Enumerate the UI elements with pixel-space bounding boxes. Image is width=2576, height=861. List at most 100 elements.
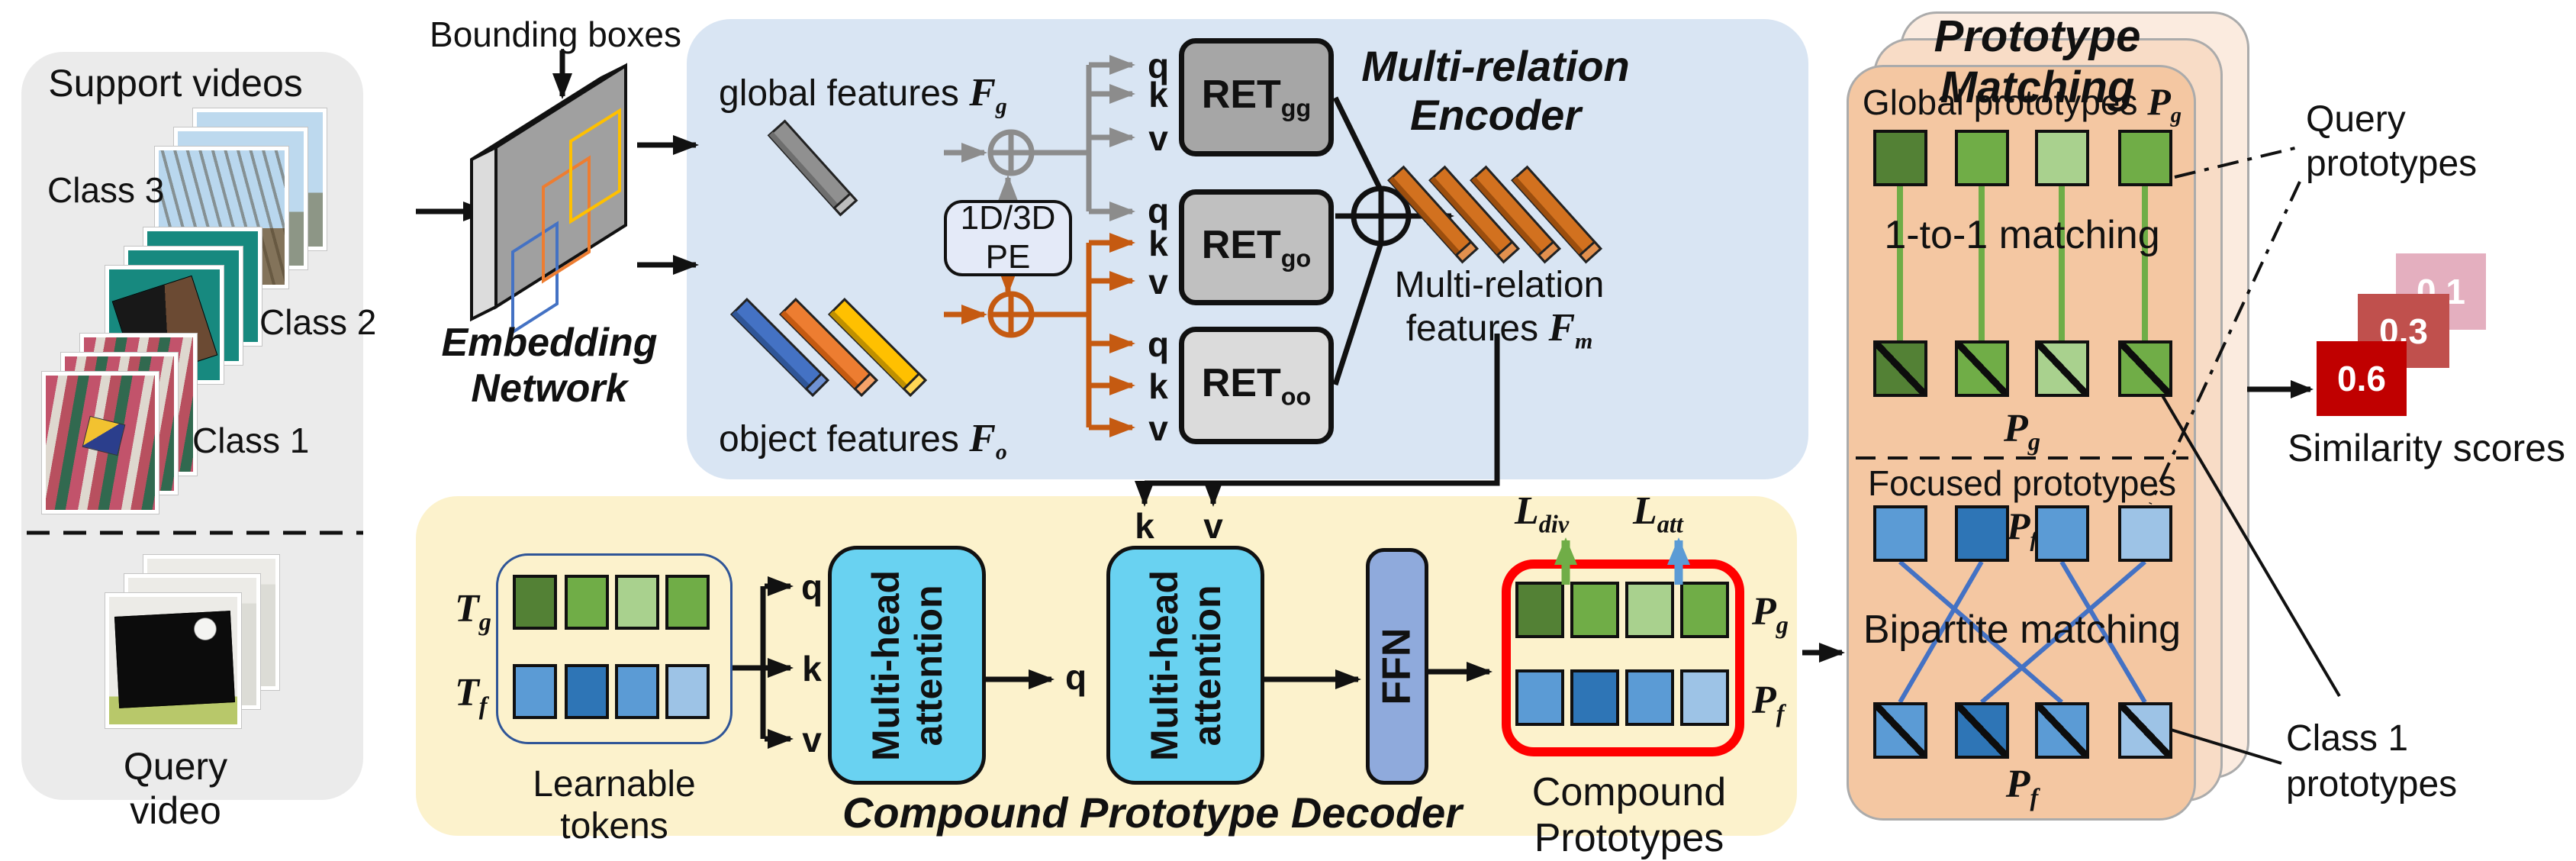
- prototype-square: [1570, 669, 1619, 726]
- prototype-matching-title: Prototype Matching: [1934, 11, 2141, 112]
- match-square-blue-matched: [1955, 702, 2009, 759]
- qkv-label: v: [1203, 506, 1223, 546]
- multi-relation-feature-bars: [1387, 165, 1602, 264]
- prototype-square: [1515, 582, 1564, 638]
- qkv-label: v: [1148, 408, 1168, 448]
- query-frame: [105, 592, 242, 729]
- focused-prototypes-label: Focused prototypes Pf: [1867, 463, 2176, 553]
- object-feature-bars: [729, 297, 928, 398]
- class1-frame: [41, 371, 159, 514]
- support-videos-title: Support videos: [48, 62, 303, 105]
- annotation-pointers: [2149, 145, 2341, 765]
- query-video-label: Query video: [123, 745, 228, 832]
- match-square-blue: [1873, 505, 1927, 562]
- token-square: [565, 575, 609, 630]
- tf-label: Tf: [455, 671, 488, 720]
- qkv-label: q: [1064, 657, 1087, 697]
- l-att-label: Latt: [1633, 489, 1683, 538]
- orange-branch: [944, 233, 1135, 437]
- pg-output-label: Pg: [1752, 590, 1789, 639]
- match-square-green-matched: [2118, 340, 2172, 397]
- match-square-blue: [1955, 505, 2009, 562]
- compound-prototype-decoder-title: Compound Prototype Decoder: [842, 788, 1463, 837]
- match-square-green-matched: [2035, 340, 2089, 397]
- bounding-boxes-label: Bounding boxes: [430, 15, 681, 54]
- token-square: [615, 664, 659, 719]
- multi-relation-features-label: Multi-relation features Fm: [1394, 265, 1605, 354]
- bounding-box-overlays: [511, 108, 621, 335]
- match-square-green: [1873, 130, 1927, 186]
- bipartite-match-lines: [1898, 559, 2147, 705]
- prototype-square: [1625, 582, 1674, 638]
- class3-label: Class 3: [47, 170, 165, 210]
- qkv-label: k: [1148, 224, 1168, 263]
- match-square-blue: [2035, 505, 2089, 562]
- class2-label: Class 2: [259, 302, 377, 342]
- token-square: [565, 664, 609, 719]
- score-tile-06: 0.6: [2317, 341, 2407, 416]
- one-to-one-matching-label: 1-to-1 matching: [1884, 213, 2160, 257]
- object-features-label: object features Fo: [719, 417, 1007, 465]
- token-square: [665, 575, 710, 630]
- token-square: [513, 575, 557, 630]
- qkv-label: k: [1148, 75, 1168, 114]
- global-feature-bar: [767, 119, 858, 217]
- match-square-green: [1955, 130, 2009, 186]
- match-square-green-matched: [1873, 340, 1927, 397]
- prototype-square: [1680, 669, 1729, 726]
- qkv-label: q: [1147, 324, 1170, 364]
- match-square-green: [2035, 130, 2089, 186]
- prototype-square: [1515, 669, 1564, 726]
- ffn-block: FFN: [1366, 548, 1428, 785]
- one-to-one-match-lines: [1897, 186, 2148, 340]
- match-square-blue-matched: [1873, 702, 1927, 759]
- gray-branch: [944, 55, 1135, 221]
- global-features-label: global features Fg: [719, 71, 1007, 119]
- score-arrow-layer: [2247, 380, 2314, 398]
- orange-plus-circle-icon: [987, 291, 1035, 338]
- dashed-separators: [27, 456, 2188, 535]
- match-square-green-matched: [1955, 340, 2009, 397]
- ret-go-block: RETgo: [1179, 189, 1334, 305]
- match-square-blue-matched: [2118, 702, 2172, 759]
- learnable-tokens-label: Learnable tokens: [533, 764, 696, 846]
- similarity-scores-label: Similarity scores: [2288, 427, 2565, 469]
- qkv-label: q: [1147, 191, 1170, 231]
- token-square: [513, 664, 557, 719]
- qkv-label: v: [802, 720, 822, 759]
- token-square: [665, 664, 710, 719]
- match-square-blue: [2118, 505, 2172, 562]
- qkv-label: v: [1148, 118, 1168, 158]
- match-square-blue-matched: [2035, 702, 2089, 759]
- pg-row-label: Pg: [2004, 407, 2040, 456]
- l-div-label: Ldiv: [1515, 489, 1570, 538]
- ret-oo-block: REToo: [1179, 327, 1334, 444]
- qkv-label: k: [1148, 366, 1168, 406]
- pf-row-label: Pf: [2005, 763, 2039, 811]
- learnable-tokens-box: [496, 553, 733, 744]
- merge-plus-circle-icon: [1351, 185, 1412, 247]
- qkv-label: k: [1135, 506, 1154, 546]
- class1-label: Class 1: [192, 421, 310, 460]
- qkv-label: q: [800, 567, 823, 607]
- prototype-square: [1625, 669, 1674, 726]
- prototype-square: [1680, 582, 1729, 638]
- qkv-label: k: [802, 649, 822, 688]
- qkv-label: v: [1148, 262, 1168, 302]
- flow-lines: [731, 96, 1500, 739]
- qkv-label: q: [1147, 46, 1170, 85]
- pf-output-label: Pf: [1752, 679, 1785, 727]
- match-square-green: [2118, 130, 2172, 186]
- bipartite-matching-label: Bipartite matching: [1863, 608, 2182, 652]
- global-prototypes-label: Global prototypes Pg: [1862, 80, 2182, 128]
- ret-gg-block: RETgg: [1179, 38, 1334, 156]
